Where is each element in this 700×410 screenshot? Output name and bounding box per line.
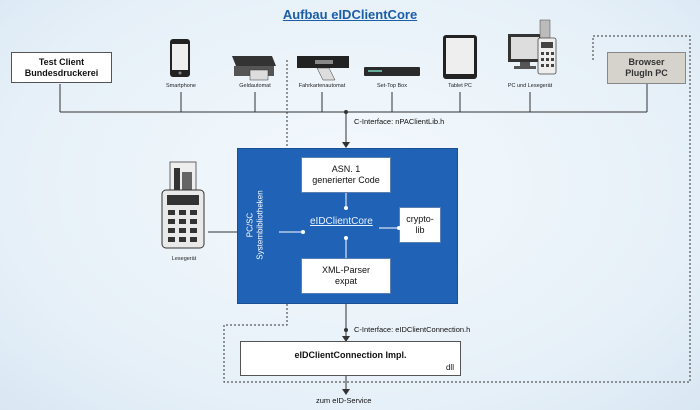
interface-bottom-label: C-Interface: eIDClientConnection.h [354, 325, 471, 334]
browser-plugin-line2: PlugIn PC [625, 68, 668, 78]
smartphone-icon [170, 39, 190, 77]
diagram-title: Aufbau eIDClientCore [282, 7, 418, 22]
device-label-settopbox: Set-Top Box [377, 83, 407, 89]
xml-parser-box: XML-Parser expat [301, 258, 391, 294]
device-label-fahrkartenautomat: Fahrkartenautomat [298, 83, 346, 89]
xml-line2: expat [334, 276, 358, 286]
reader-label: Lesegerät [171, 256, 197, 262]
pc-reader-icon [508, 19, 557, 75]
impl-dll: dll [445, 363, 454, 372]
browser-plugin-line1: Browser [628, 57, 665, 67]
device-label-geldautomat: Geldautomat [239, 83, 271, 89]
asn1-box: ASN. 1 generierter Code [301, 157, 391, 193]
test-client-box: Test Client Bundesdruckerei [11, 52, 112, 83]
set-top-box-icon [364, 67, 420, 76]
core-inner-connectors [279, 193, 401, 258]
ticket-machine-icon [297, 56, 349, 81]
tablet-icon [443, 35, 477, 79]
impl-name: eIDClientConnection Impl. [294, 350, 407, 360]
test-client-line2: Bundesdruckerei [24, 67, 99, 78]
browser-plugin-box: Browser PlugIn PC [607, 52, 686, 84]
connection-impl-box: eIDClientConnection Impl. dll [240, 341, 461, 376]
asn1-line1: ASN. 1 [331, 164, 361, 174]
device-label-pc: PC und Lesegerät [507, 83, 553, 89]
atm-icon [232, 56, 276, 81]
cryptolib-line1: crypto- [406, 214, 434, 224]
interface-top-label: C-Interface: nPAClientLib.h [354, 117, 445, 126]
card-reader-icon [161, 161, 205, 249]
asn1-line2: generierter Code [312, 175, 380, 185]
eidclientcore-label: eIDClientCore [310, 216, 373, 227]
cryptolib-box: crypto- lib [399, 207, 441, 243]
cryptolib-line2: lib [415, 225, 425, 235]
device-label-tablet: Tablet PC [448, 83, 472, 89]
device-label-smartphone: Smartphone [166, 83, 196, 89]
eid-service-label: zum eID-Service [316, 396, 372, 405]
test-client-line1: Test Client [38, 56, 85, 67]
xml-line1: XML-Parser [321, 265, 370, 275]
